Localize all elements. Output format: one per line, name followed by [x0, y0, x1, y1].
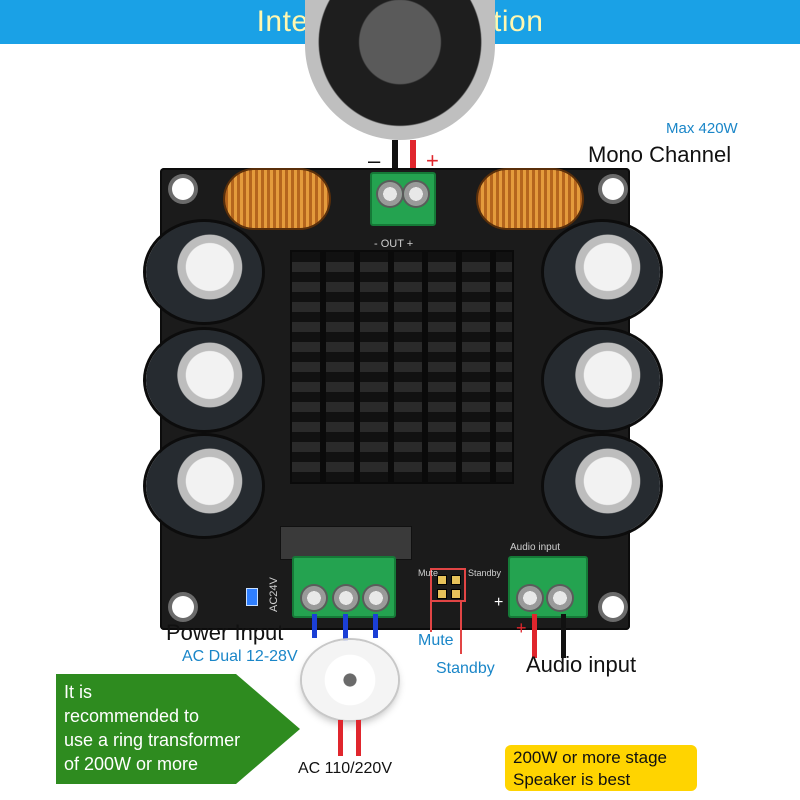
audio-input-label: Audio input — [526, 652, 637, 677]
standby-pin-2[interactable] — [451, 589, 461, 599]
out-silkscreen: - OUT + — [374, 238, 414, 250]
transformer-note-arrow — [56, 674, 300, 784]
transformer-note-line-2: recommended to — [64, 706, 200, 726]
screw-power-3[interactable] — [364, 586, 388, 610]
audio-wire-negative — [561, 614, 566, 658]
mute-pin-2[interactable] — [437, 589, 447, 599]
ac-dual-label: AC Dual 12-28V — [182, 648, 298, 665]
mute-pin-1[interactable] — [437, 575, 447, 585]
audio-minus-sign: – — [570, 618, 581, 638]
screw-out-2 — [404, 182, 428, 206]
screw-power-1[interactable] — [302, 586, 326, 610]
screw-audio-2[interactable] — [548, 586, 572, 610]
out-minus-sign: – — [368, 148, 381, 173]
standby-silkscreen: Standby — [468, 568, 502, 578]
mount-hole-bottom-right — [602, 596, 624, 618]
speaker-image — [305, 0, 495, 140]
capacitor-right-1 — [544, 222, 660, 322]
capacitor-left-2 — [146, 330, 262, 430]
board-plus-sign: + — [494, 594, 504, 611]
mute-silkscreen: Mute — [418, 568, 439, 578]
ac-mains-label: AC 110/220V — [298, 760, 392, 777]
capacitor-right-2 — [544, 330, 660, 430]
screw-out-1 — [378, 182, 402, 206]
ac24v-silkscreen: AC24V — [268, 577, 280, 612]
screw-audio-1[interactable] — [518, 586, 542, 610]
ring-transformer-image — [302, 640, 398, 720]
standby-pin-1[interactable] — [451, 575, 461, 585]
power-wire-3 — [373, 614, 378, 638]
audio-input-terminal[interactable] — [508, 556, 588, 618]
transformer-note-line-1: It is — [64, 682, 93, 702]
power-led — [246, 588, 258, 606]
power-wire-1 — [312, 614, 317, 638]
audio-wire-positive — [532, 614, 537, 658]
power-wire-2 — [343, 614, 348, 642]
capacitor-left-1 — [146, 222, 262, 322]
max-power-label: Max 420W — [666, 120, 738, 137]
audio-input-silkscreen: Audio input — [510, 542, 561, 553]
mute-label: Mute — [418, 632, 454, 649]
capacitor-left-3 — [146, 436, 262, 536]
transformer-note: It is recommended to use a ring transfor… — [64, 680, 264, 776]
heatsink — [290, 250, 514, 484]
mono-channel-label: Mono Channel — [588, 142, 732, 167]
speaker-wire-positive — [410, 140, 416, 176]
mains-wire-2 — [356, 720, 361, 756]
inductor-right — [478, 170, 582, 228]
mount-hole-top-right — [602, 178, 624, 200]
transformer-note-line-3: use a ring transformer — [64, 730, 241, 750]
mount-hole-top-left — [172, 178, 194, 200]
inductor-left — [225, 170, 329, 228]
power-input-label: Power Input — [166, 620, 284, 645]
out-plus-sign: + — [426, 148, 439, 173]
capacitor-right-3 — [544, 436, 660, 536]
mute-standby-header[interactable] — [430, 568, 466, 602]
speaker-wire-negative — [392, 140, 398, 176]
amplifier-chip — [280, 526, 412, 560]
mute-callout-line — [430, 602, 432, 632]
standby-label: Standby — [436, 660, 495, 677]
screw-power-2[interactable] — [334, 586, 358, 610]
speaker-note: 200W or more stage Speaker is best — [505, 745, 697, 791]
speaker-note-line-1: 200W or more stage — [513, 748, 668, 767]
standby-callout-line — [460, 602, 462, 654]
mains-wire-1 — [338, 720, 343, 756]
transformer-note-line-4: of 200W or more — [64, 754, 199, 774]
audio-plus-sign: + — [516, 618, 527, 638]
speaker-note-line-2: Speaker is best — [513, 770, 631, 789]
mount-hole-bottom-left — [172, 596, 194, 618]
